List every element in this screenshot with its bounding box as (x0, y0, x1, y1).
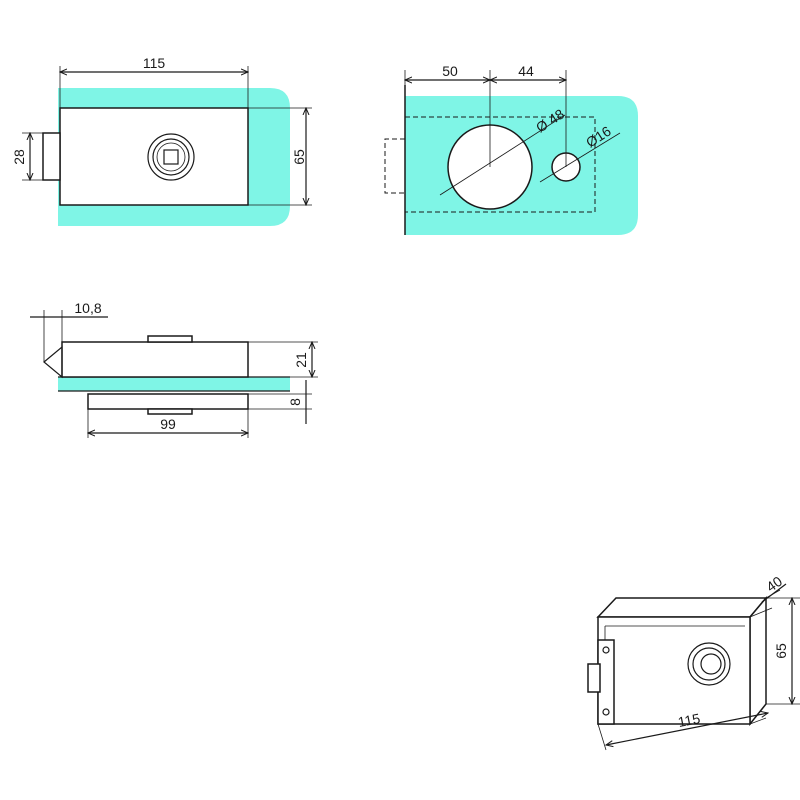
iso-right-face (749, 595, 767, 727)
isometric-view: 40 65 115 (587, 573, 800, 751)
offset-a-label: 50 (442, 63, 458, 79)
cutout-view: Ø 48 Ø16 50 44 (384, 63, 638, 235)
offset-b-label: 44 (518, 63, 534, 79)
front-lock-body (59, 107, 249, 206)
iso-depth-label: 40 (763, 573, 785, 595)
side-plate-label: 8 (287, 398, 303, 406)
front-width-label: 115 (143, 55, 166, 71)
front-height-label: 65 (291, 149, 307, 165)
iso-front-face (597, 616, 751, 725)
front-tongue (42, 132, 61, 181)
side-view: 10,8 21 8 99 (30, 300, 318, 438)
iso-cylinder-icon (687, 642, 731, 686)
side-offset-label: 10,8 (74, 300, 101, 316)
iso-depth-dim (761, 583, 787, 603)
iso-tongue (587, 663, 601, 693)
side-glass (58, 377, 290, 391)
square-key-cylinder-icon (147, 133, 195, 181)
side-bevel (43, 345, 63, 379)
iso-height-label: 65 (773, 643, 789, 659)
iso-top-face (596, 597, 768, 618)
cutout-outline (404, 116, 596, 213)
side-plate-width-label: 99 (160, 416, 176, 432)
side-top-block (61, 341, 249, 378)
tongue-label: 28 (11, 149, 27, 165)
side-thickness-label: 21 (293, 352, 309, 368)
side-bottom-plate (87, 393, 249, 410)
front-view: 115 65 28 (11, 55, 312, 226)
iso-width-label: 115 (677, 710, 702, 730)
iso-width-dim (606, 713, 768, 745)
